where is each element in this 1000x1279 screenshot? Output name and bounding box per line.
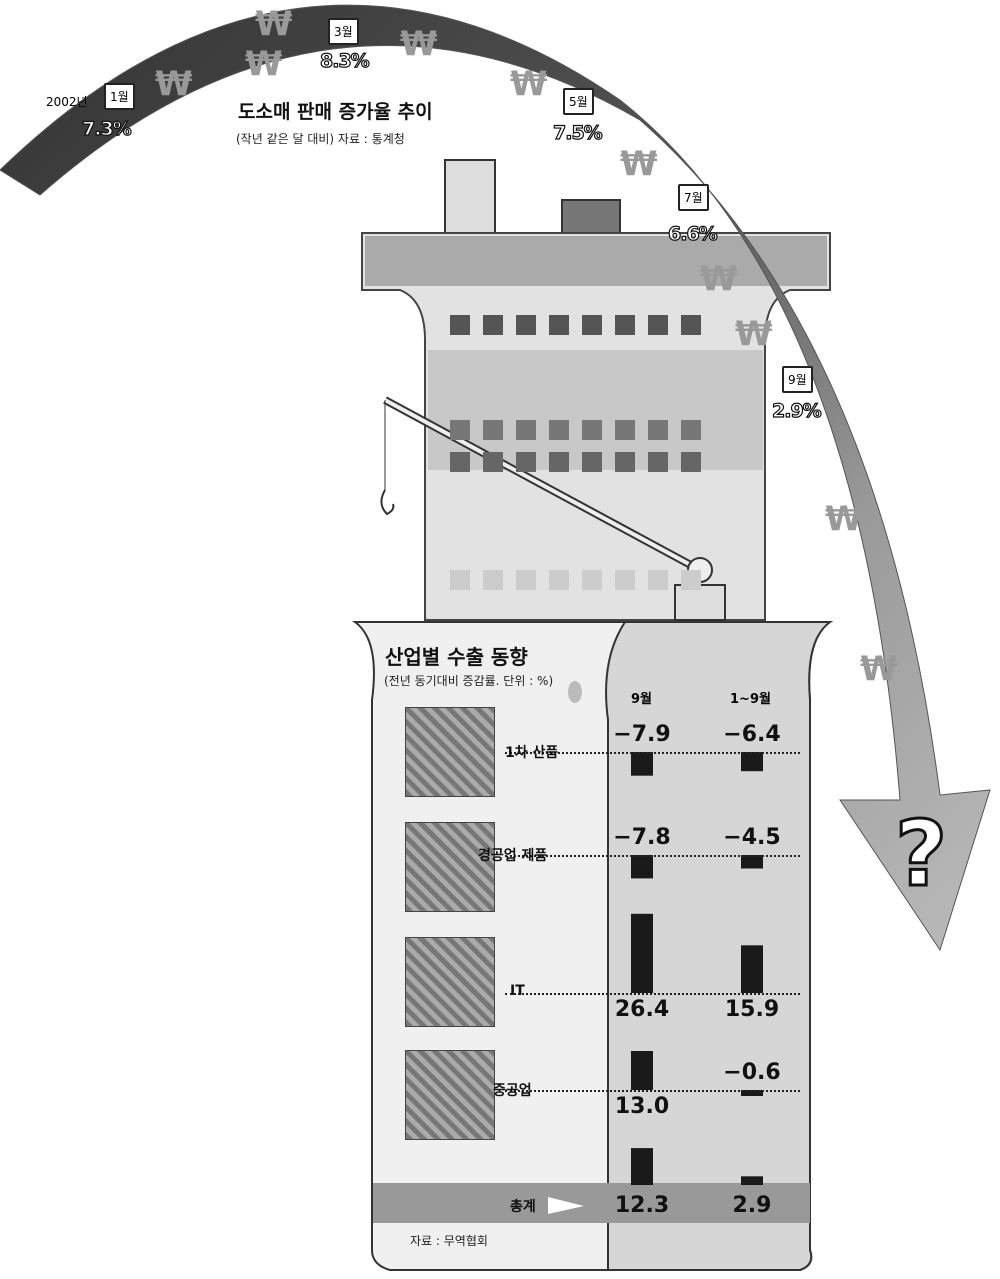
bar-value-label: −6.4: [723, 722, 781, 747]
column-header: 1~9월: [730, 692, 771, 707]
container-box: [648, 420, 668, 440]
month-tag: 9월: [782, 366, 813, 393]
bar-9월: [631, 913, 653, 993]
svg-text:₩: ₩: [825, 499, 863, 539]
svg-text:₩: ₩: [860, 649, 898, 689]
container-box: [615, 315, 635, 335]
ship-illustration: [361, 159, 831, 621]
bar-value-label: −4.5: [723, 825, 781, 850]
container-box: [615, 570, 635, 590]
bar-value-label: −7.9: [613, 722, 671, 747]
container-box: [483, 570, 503, 590]
container-box: [648, 315, 668, 335]
light-industry-photo: [405, 822, 495, 912]
baseline: [505, 993, 800, 995]
bar-9월: [631, 855, 653, 879]
bar-value-label: 26.4: [614, 997, 670, 1022]
bar-1~9월: [741, 945, 763, 993]
bar-value-label: 13.0: [614, 1094, 670, 1119]
container-box: [582, 570, 602, 590]
container-box: [681, 452, 701, 472]
container-box: [483, 315, 503, 335]
retail-subtitle: (작년 같은 달 대비) 자료 : 통계청: [236, 132, 405, 146]
month-tag: 3월: [328, 18, 359, 45]
container-box: [549, 315, 569, 335]
bar-1~9월: [741, 1090, 763, 1096]
container-box: [516, 452, 536, 472]
question-mark: ?: [895, 802, 947, 907]
bar-9월: [631, 1148, 653, 1185]
svg-text:₩: ₩: [400, 24, 438, 64]
container-box: [582, 315, 602, 335]
svg-text:₩: ₩: [700, 259, 738, 299]
month-tag: 7월: [678, 184, 709, 211]
container-box: [615, 420, 635, 440]
container-box: [516, 315, 536, 335]
container-box: [681, 570, 701, 590]
bar-9월: [631, 1051, 653, 1090]
retail-title: 도소매 판매 증가율 추이: [238, 101, 433, 123]
container-box: [450, 452, 470, 472]
bar-9월: [631, 752, 653, 776]
bar-1~9월: [741, 855, 763, 869]
container-box: [681, 315, 701, 335]
container-box: [582, 452, 602, 472]
container-box: [516, 570, 536, 590]
exports-subtitle: (전년 동기대비 증감률. 단위 : %): [384, 674, 554, 688]
category-label: 중공업: [493, 1083, 532, 1099]
category-label: 경공업 제품: [478, 848, 548, 864]
svg-text:₩: ₩: [510, 64, 548, 104]
svg-text:₩: ₩: [155, 64, 193, 104]
exports-title: 산업별 수출 동향: [385, 645, 528, 669]
category-label: 1차 산품: [505, 745, 559, 761]
container-box: [681, 420, 701, 440]
container-box: [516, 420, 536, 440]
value-label: 2.9%: [771, 399, 822, 422]
month-tag: 5월: [563, 88, 594, 115]
container-box: [450, 315, 470, 335]
column-header: 9월: [631, 692, 653, 707]
trend-arrow: [0, 4, 991, 952]
value-label: 8.3%: [319, 49, 370, 72]
svg-text:₩: ₩: [735, 314, 773, 354]
baseline: [505, 855, 800, 857]
value-label: 6.6%: [667, 222, 718, 245]
agriculture-photo: [405, 707, 495, 797]
month-tag: 1월: [104, 83, 135, 110]
container-box: [549, 452, 569, 472]
container-box: [648, 452, 668, 472]
container-box: [483, 452, 503, 472]
bar-value-label: −0.6: [723, 1060, 781, 1085]
container-box: [615, 452, 635, 472]
value-label: 7.5%: [552, 121, 603, 144]
year-label: 2002년: [46, 95, 88, 109]
heavy-industry-photo: [405, 1050, 495, 1140]
container-box: [549, 570, 569, 590]
exports-source: 자료 : 무역협회: [410, 1234, 488, 1248]
baseline: [505, 1090, 800, 1092]
baseline: [505, 752, 800, 754]
svg-text:₩: ₩: [620, 144, 658, 184]
container-box: [450, 570, 470, 590]
container-box: [582, 420, 602, 440]
bar-value-label: −7.8: [613, 825, 671, 850]
container-box: [483, 420, 503, 440]
value-label: 7.3%: [81, 117, 132, 140]
bar-1~9월: [741, 1176, 763, 1185]
container-box: [450, 420, 470, 440]
bar-value-label: 12.3: [614, 1193, 670, 1218]
category-label: IT: [510, 983, 525, 999]
mobile-phones-photo: [405, 937, 495, 1027]
container-box: [648, 570, 668, 590]
won-symbols: ₩₩₩₩ ₩₩₩₩₩₩: [155, 4, 898, 689]
total-label: 총계: [510, 1199, 536, 1215]
svg-text:₩: ₩: [255, 4, 293, 44]
bar-value-label: 15.9: [724, 997, 780, 1022]
svg-text:₩: ₩: [245, 44, 283, 84]
bar-1~9월: [741, 752, 763, 772]
container-box: [549, 420, 569, 440]
bar-value-label: 2.9: [732, 1193, 772, 1218]
